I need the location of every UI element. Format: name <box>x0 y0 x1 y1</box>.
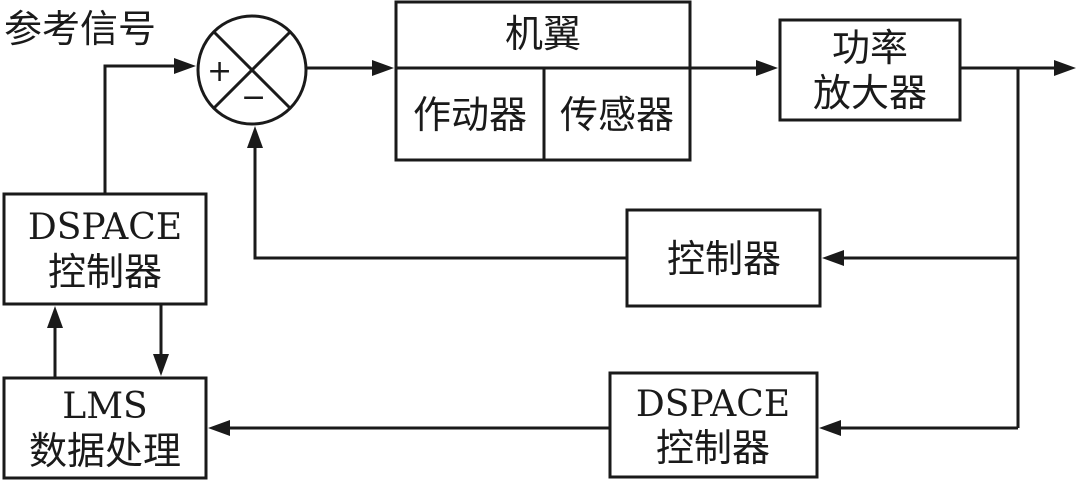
sensor-label: 传感器 <box>560 93 674 137</box>
actuator-label: 作动器 <box>413 93 527 137</box>
controller-label: 控制器 <box>667 237 781 281</box>
reference-signal-label: 参考信号 <box>4 7 156 51</box>
arrow-into-junction-minus <box>247 126 263 148</box>
wing-title: 机翼 <box>505 12 581 56</box>
dspace-bottom-line2: 控制器 <box>656 426 770 470</box>
lms-line2: 数据处理 <box>29 429 181 473</box>
dspace-bottom-line1: DSPACE <box>636 384 790 425</box>
arrow-into-lms <box>208 420 230 436</box>
dspace-controller-bottom-block: DSPACE 控制器 <box>608 371 819 479</box>
summing-junction: + − <box>196 14 308 126</box>
lms-line1: LMS <box>62 386 147 427</box>
power-amplifier-block: 功率 放大器 <box>778 18 962 122</box>
power-amplifier-line2: 放大器 <box>813 71 927 115</box>
arrow-into-dspace-left <box>47 306 63 328</box>
arrow-into-dspace-bottom <box>819 420 841 436</box>
connections <box>47 58 1076 436</box>
dspace-to-junction-line <box>103 64 176 194</box>
plus-sign: + <box>207 54 232 89</box>
arrow-into-wing <box>372 60 394 76</box>
power-amplifier-line1: 功率 <box>832 26 908 70</box>
arrow-into-amplifier <box>756 60 778 76</box>
dspace-left-line1: DSPACE <box>28 207 182 248</box>
controller-block: 控制器 <box>625 208 822 308</box>
lms-data-processing-block: LMS 数据处理 <box>2 376 208 480</box>
arrow-into-lms-top <box>153 354 169 376</box>
dspace-left-line2: 控制器 <box>48 250 162 294</box>
dspace-controller-left-block: DSPACE 控制器 <box>2 192 208 306</box>
arrow-into-junction <box>174 58 196 74</box>
minus-sign: − <box>241 80 266 115</box>
controller-feedback-line <box>253 146 627 260</box>
arrow-into-controller <box>822 250 844 266</box>
wing-block: 机翼 作动器 传感器 <box>394 0 692 162</box>
output-arrow <box>1054 60 1076 76</box>
